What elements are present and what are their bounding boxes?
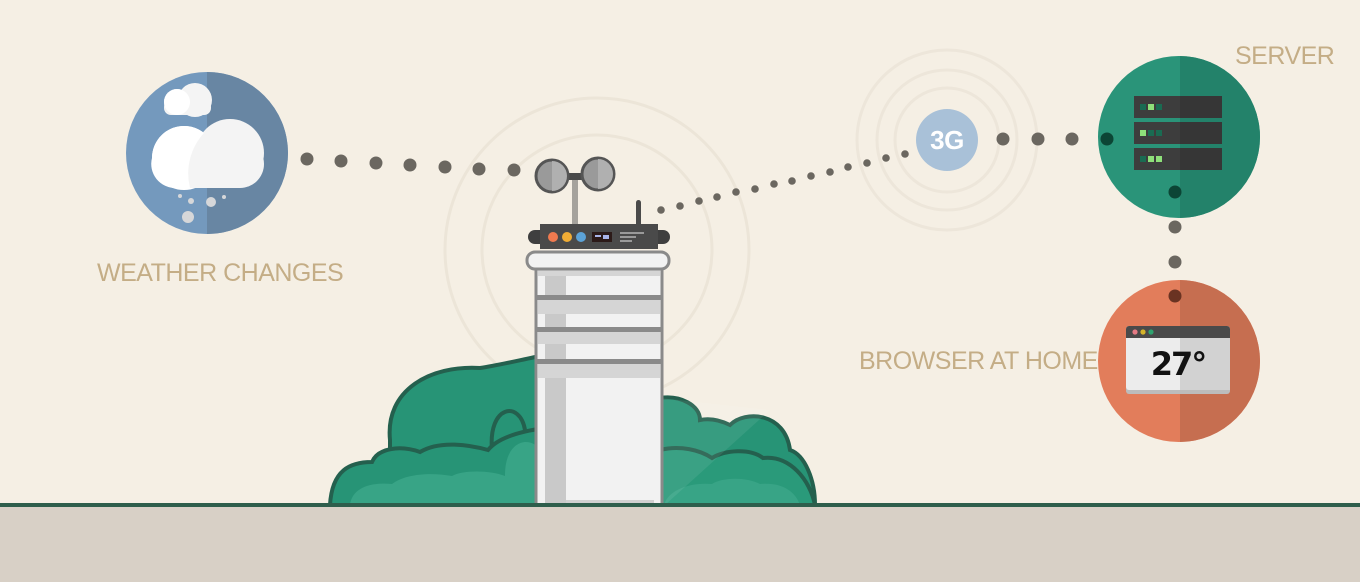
- temperature-readout: 27°: [1150, 345, 1208, 383]
- network-3g-label: 3G: [930, 125, 964, 155]
- weather-station-tower: [525, 250, 671, 510]
- snowflakes-icon: [178, 194, 226, 223]
- server-icon: [1098, 56, 1260, 218]
- big-cloud-icon: [151, 119, 264, 190]
- weather-station-device: [528, 156, 670, 249]
- weather-icon: [126, 72, 288, 234]
- browser-window: [1126, 326, 1230, 394]
- weather-to-station-connector: [300, 152, 521, 177]
- server-label: SERVER: [1235, 42, 1335, 70]
- ground: [0, 506, 1360, 582]
- browser-at-home-label: BROWSER AT HOME: [859, 347, 1098, 375]
- small-cloud-icon: [164, 83, 212, 117]
- station-to-network-connector: [657, 150, 909, 214]
- server-rack: [1134, 96, 1222, 170]
- server-to-browser-connector: [1168, 220, 1182, 269]
- network-to-server-connector: [996, 132, 1079, 146]
- network-3g-badge: [916, 109, 978, 171]
- weather-changes-label: WEATHER CHANGES: [97, 259, 344, 287]
- ground-line: [0, 503, 1360, 507]
- browser-icon: [1098, 280, 1260, 442]
- bush-shadow: [660, 398, 770, 505]
